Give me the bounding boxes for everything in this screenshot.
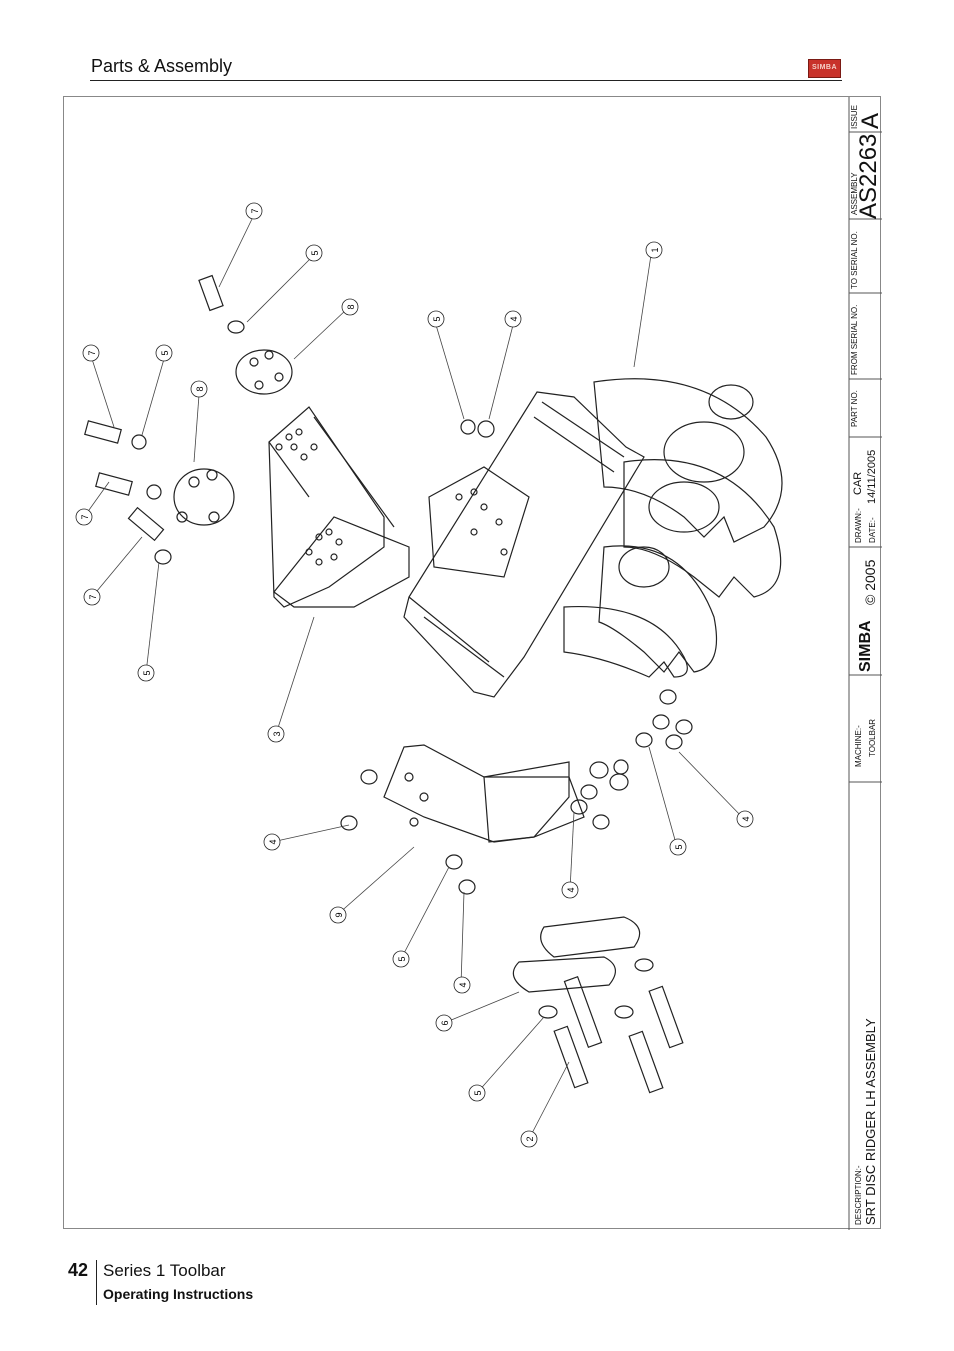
callout-number: 2 xyxy=(525,1136,535,1141)
callout-number: 5 xyxy=(142,670,152,675)
callouts: 7 5 1 8 5 4 7 5 8 7 7 5 3 4 xyxy=(75,202,754,1148)
footer-series: Series 1 Toolbar xyxy=(103,1261,226,1280)
header-rule xyxy=(90,80,842,81)
callout-number: 5 xyxy=(310,250,320,255)
issue-value: A xyxy=(857,113,882,129)
callout-number: 7 xyxy=(250,208,260,213)
callout xyxy=(453,976,471,994)
to-serial-label: TO SERIAL NO. xyxy=(850,231,859,289)
disc-assembly xyxy=(563,378,783,678)
page-header-title: Parts & Assembly xyxy=(91,56,233,76)
callout-number: 5 xyxy=(674,844,684,849)
callout-number: 3 xyxy=(272,731,282,736)
link-plates-and-pins xyxy=(512,916,684,1094)
callout xyxy=(736,810,754,828)
copyright: © 2005 xyxy=(862,559,878,605)
callout-number: 9 xyxy=(334,912,344,917)
callout xyxy=(137,664,155,682)
callout xyxy=(267,725,285,743)
mounting-bracket xyxy=(268,406,530,608)
from-serial-label: FROM SERIAL NO. xyxy=(850,305,859,375)
callout xyxy=(83,588,101,606)
machine-value: TOOLBAR xyxy=(868,719,877,757)
callout-number: 7 xyxy=(88,594,98,599)
lower-bracket xyxy=(340,744,629,895)
callout xyxy=(305,244,323,262)
part-no-label: PART NO. xyxy=(850,390,859,427)
callout xyxy=(82,344,100,362)
page-number: 42 xyxy=(68,1260,89,1280)
description-value: SRT DISC RIDGER LH ASSEMBLY xyxy=(863,1018,878,1225)
title-block-brand: SIMBA xyxy=(857,620,874,672)
exploded-assembly-drawing: ISSUE A ASSEMBLY AS2263 TO SERIAL NO. FR… xyxy=(75,97,884,1230)
footer-subtitle: Operating Instructions xyxy=(103,1286,254,1302)
footer-divider xyxy=(96,1260,97,1305)
drawing-sheet: ISSUE A ASSEMBLY AS2263 TO SERIAL NO. FR… xyxy=(63,96,884,1230)
leader-lines xyxy=(83,218,745,1140)
callout xyxy=(329,906,347,924)
logo-text: SIMBA xyxy=(811,64,838,71)
callout-number: 7 xyxy=(80,514,90,519)
callout-number: 7 xyxy=(87,350,97,355)
date-value: 14/11/2005 xyxy=(866,450,878,504)
callout xyxy=(669,838,687,856)
callout-number: 1 xyxy=(650,247,660,252)
description-label: DESCRIPTION:- xyxy=(854,1165,863,1225)
bolts-and-washers xyxy=(84,274,693,775)
callout-number: 4 xyxy=(268,839,278,844)
callout xyxy=(645,241,663,259)
callout-number: 4 xyxy=(566,887,576,892)
flange-plates xyxy=(173,349,293,526)
callout-number: 8 xyxy=(346,304,356,309)
callout-number: 8 xyxy=(195,386,205,391)
title-block-text: ISSUE A ASSEMBLY AS2263 TO SERIAL NO. FR… xyxy=(850,105,884,1225)
assembly-label: ASSEMBLY xyxy=(850,172,859,215)
drawn-label: DRAWN:- xyxy=(854,508,863,543)
callout-number: 5 xyxy=(397,956,407,961)
simba-logo: SIMBA xyxy=(808,59,841,78)
callout xyxy=(520,1130,538,1148)
machine-label: MACHINE:- xyxy=(854,725,863,767)
issue-label: ISSUE xyxy=(850,105,859,129)
callout-number: 6 xyxy=(440,1020,450,1025)
callout xyxy=(427,310,445,328)
drawn-value: CAR xyxy=(852,472,864,495)
callout xyxy=(190,380,208,398)
toolbar-beam xyxy=(403,391,645,698)
callout xyxy=(435,1014,453,1032)
callout xyxy=(341,298,359,316)
callout-number: 5 xyxy=(473,1090,483,1095)
callout-number: 4 xyxy=(509,316,519,321)
title-block xyxy=(848,97,882,1230)
callout-number: 4 xyxy=(741,816,751,821)
callout xyxy=(263,833,281,851)
date-label: DATE:- xyxy=(868,517,877,543)
callout-number: 5 xyxy=(160,350,170,355)
callout xyxy=(245,202,263,220)
callout-number: 4 xyxy=(458,982,468,987)
callout xyxy=(504,310,522,328)
callout xyxy=(75,508,93,526)
assembly-value: AS2263 xyxy=(855,134,882,219)
callout xyxy=(561,881,579,899)
callout xyxy=(468,1084,486,1102)
callout-number: 5 xyxy=(432,316,442,321)
callout xyxy=(155,344,173,362)
callout xyxy=(392,950,410,968)
